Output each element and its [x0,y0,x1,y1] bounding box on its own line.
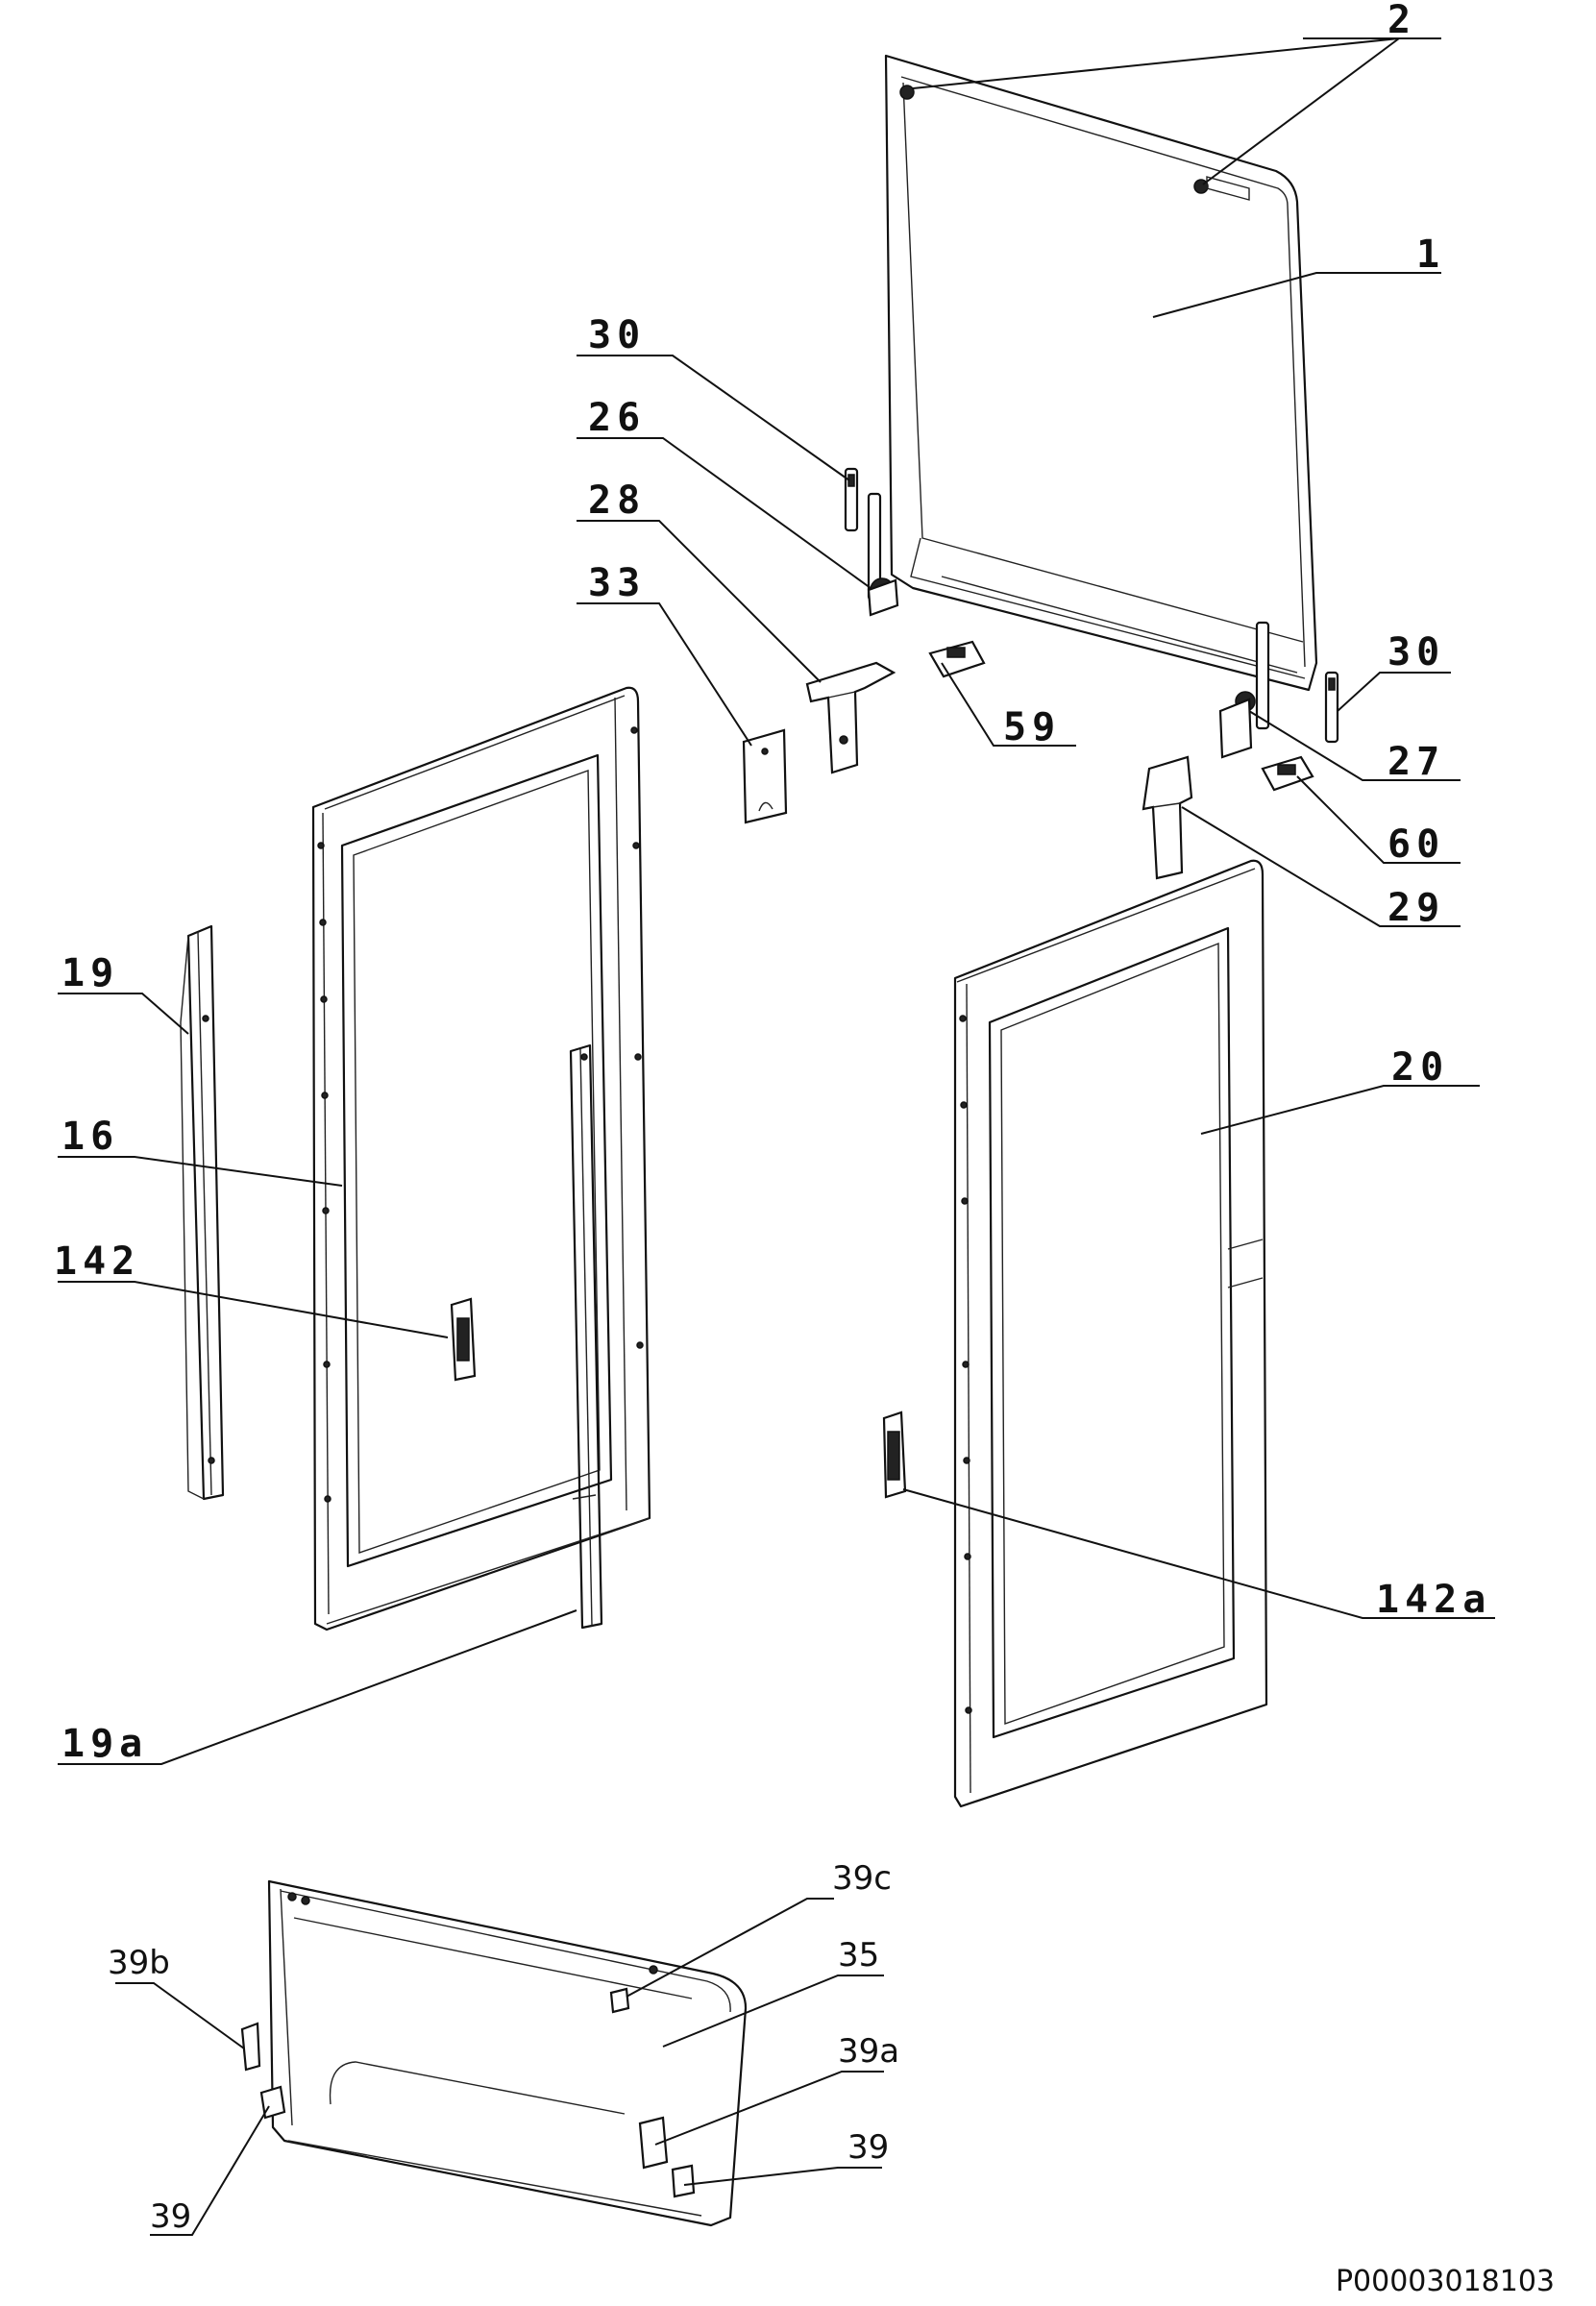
part-19a-center-strip [569,1043,603,1630]
part-29-right-bracket [1142,755,1193,880]
part-59-left-catch [928,640,986,678]
label-19a: 19a [61,1722,148,1766]
label-39c: 39c [832,1859,892,1898]
label-33: 33 [588,561,646,605]
leader-lines [58,37,1495,2236]
part-26-left-hinge [867,492,899,617]
part-20-right-door-frame [953,859,1268,1808]
label-20: 20 [1391,1045,1449,1090]
label-29: 29 [1387,886,1445,930]
part-30-right-pin [1324,671,1339,744]
label-26: 26 [588,396,646,440]
label-27: 27 [1387,740,1445,784]
callout-labels: 2 1 30 26 28 33 59 30 27 60 29 19 16 142… [54,0,1555,2298]
label-142a: 142a [1376,1578,1491,1622]
part-28-left-bracket [805,661,896,774]
label-39-left: 39 [150,2197,191,2236]
part-33-left-plate [742,728,788,824]
label-28: 28 [588,478,646,523]
label-60: 60 [1387,822,1445,867]
label-1: 1 [1416,233,1445,277]
label-2: 2 [1387,0,1416,42]
part-142a-right-latch [882,1411,907,1499]
part-1-top-glass-panel [884,54,1318,692]
part-35-bottom-panel [240,1879,748,2227]
label-59: 59 [1003,705,1061,749]
part-27-right-hinge [1218,621,1270,759]
label-30-right: 30 [1387,630,1445,675]
label-142: 142 [54,1239,140,1284]
label-39b: 39b [108,1944,170,1982]
label-19: 19 [61,951,119,995]
part-30-left-pin [844,467,859,532]
label-39-right: 39 [847,2128,889,2167]
reference-code: P00003018103 [1336,2265,1555,2298]
label-16: 16 [61,1115,119,1159]
part-142-left-latch [450,1297,477,1382]
label-35: 35 [838,1936,879,1975]
label-39a: 39a [838,2032,899,2071]
part-16-left-door-frame [311,686,651,1631]
label-30-left: 30 [588,313,646,357]
part-60-right-catch [1261,755,1314,792]
part-19-left-strip [180,924,225,1501]
